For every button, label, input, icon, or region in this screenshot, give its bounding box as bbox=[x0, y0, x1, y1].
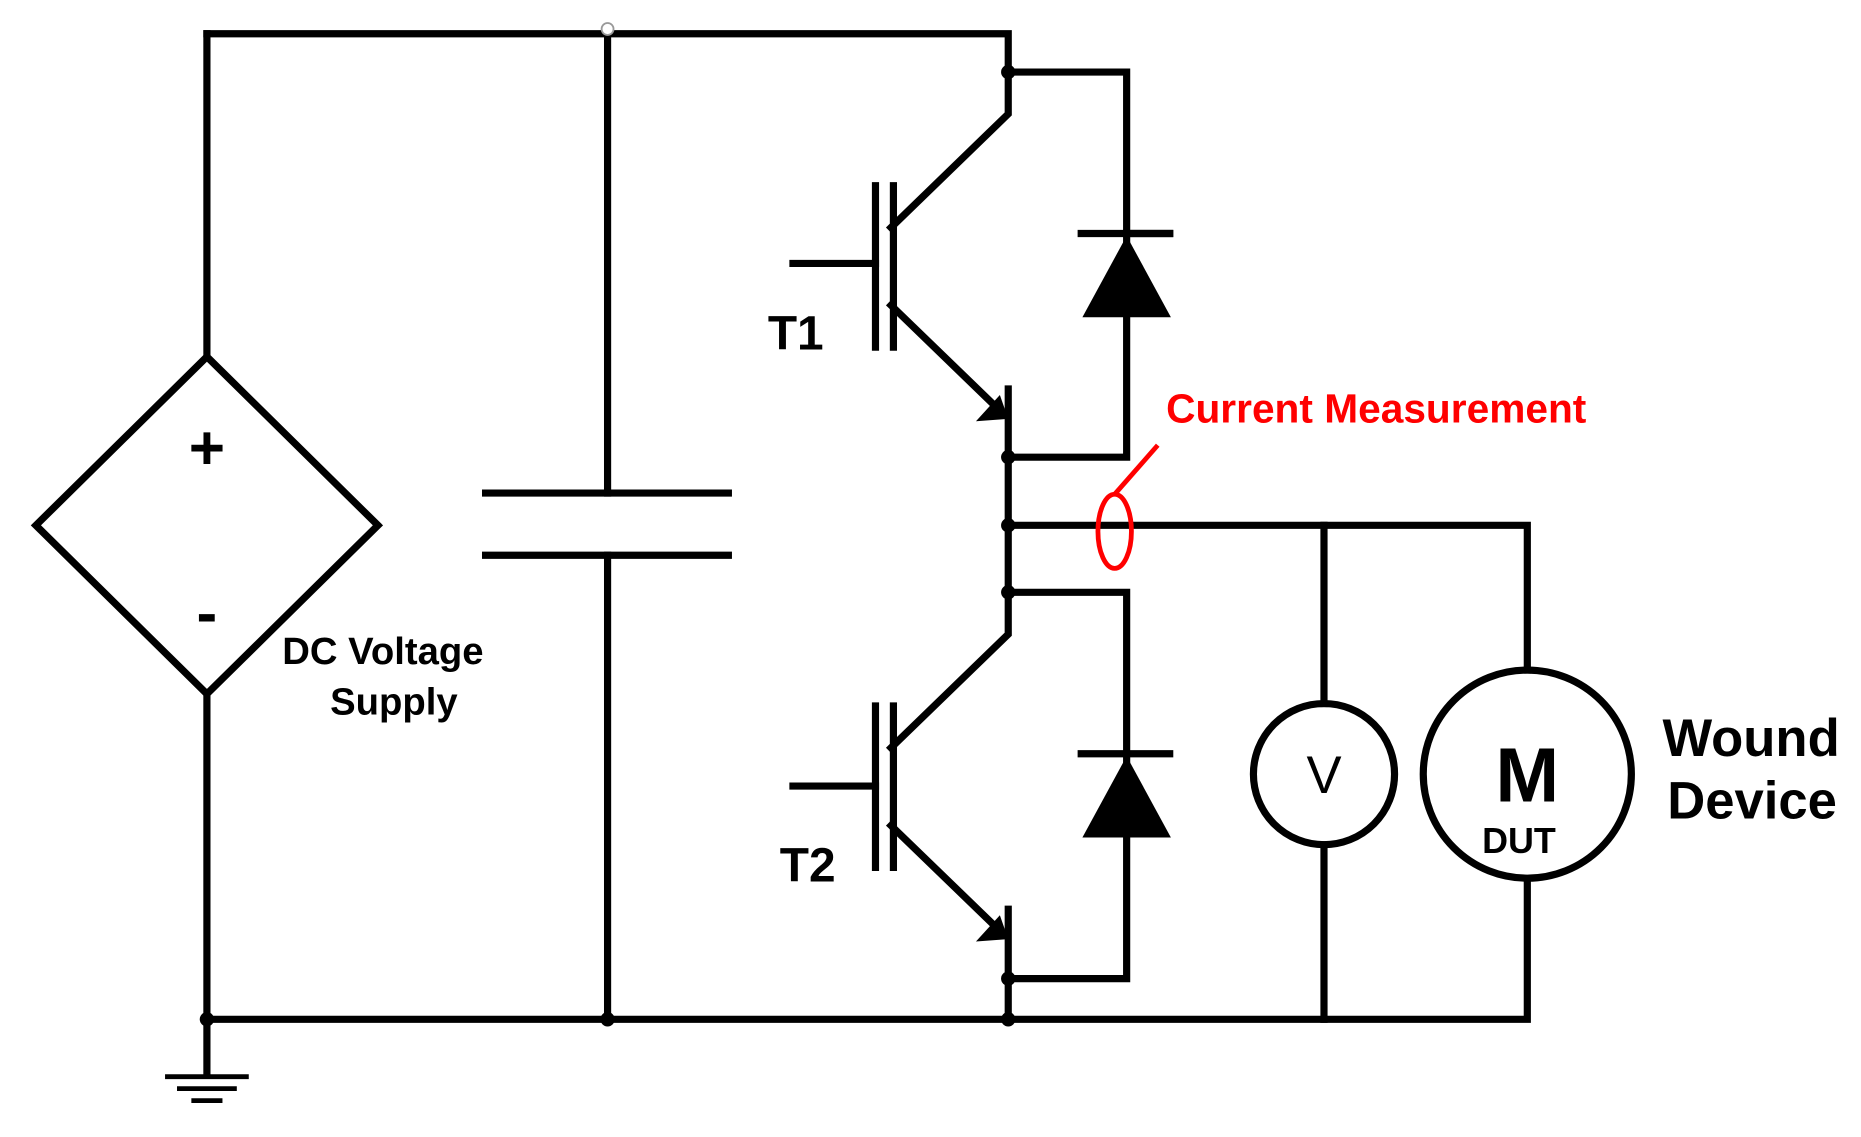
junction-dot bbox=[600, 1012, 615, 1027]
junction-dot bbox=[1001, 518, 1016, 533]
device-label-line1: Wound bbox=[1662, 709, 1839, 768]
junction-dot bbox=[1001, 64, 1016, 80]
output-node-wire bbox=[1004, 521, 1531, 674]
junction-dot bbox=[1001, 585, 1016, 600]
voltmeter-label: V bbox=[1306, 746, 1341, 805]
source-plus-label: + bbox=[189, 414, 225, 483]
d2-loop-wire bbox=[1004, 588, 1131, 983]
junction-dot bbox=[1001, 1012, 1016, 1027]
t2-label: T2 bbox=[780, 840, 836, 893]
bottom-rail-wire bbox=[203, 875, 1531, 1023]
top-rail-wire bbox=[203, 30, 1131, 461]
motor-circle bbox=[1419, 666, 1635, 882]
ground-icon bbox=[165, 1015, 249, 1104]
t2-igbt bbox=[789, 522, 1012, 1023]
junction-dot bbox=[1001, 449, 1016, 465]
t2-emitter-arrow bbox=[975, 915, 1009, 942]
t1-label: T1 bbox=[768, 308, 824, 361]
junction-dot bbox=[199, 1012, 215, 1027]
capacitor bbox=[481, 30, 732, 1023]
junction-open-dot bbox=[600, 22, 615, 36]
t1-emitter-arrow bbox=[975, 394, 1009, 422]
source-minus-label: - bbox=[197, 579, 218, 648]
junction-dots bbox=[199, 64, 1016, 1027]
motor-sub-label: DUT bbox=[1482, 821, 1556, 861]
dc-source-diamond bbox=[30, 351, 384, 700]
t1-igbt bbox=[789, 68, 1012, 531]
d1-triangle bbox=[1082, 235, 1171, 318]
source-label-line1: DC Voltage bbox=[282, 630, 483, 673]
motor-symbol-label: M bbox=[1495, 734, 1559, 819]
junction-dot bbox=[1001, 971, 1016, 986]
current-measurement-label: Current Measurement bbox=[1166, 385, 1587, 431]
voltmeter-circle bbox=[1249, 699, 1399, 849]
source-label-line2: Supply bbox=[330, 680, 458, 723]
device-label-line2: Device bbox=[1667, 771, 1837, 830]
current-probe bbox=[1095, 443, 1160, 571]
d2-triangle bbox=[1082, 756, 1171, 838]
